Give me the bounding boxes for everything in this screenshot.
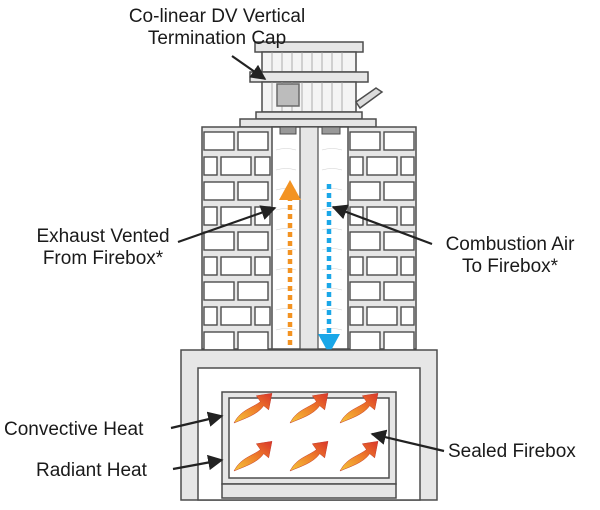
brick <box>203 281 235 301</box>
brick <box>203 131 235 151</box>
cap-label-line1: Co-linear DV Vertical <box>128 6 306 27</box>
brick <box>349 131 381 151</box>
brick <box>203 331 235 351</box>
combustion-label-line2: To Firebox* <box>461 256 559 277</box>
brick <box>349 256 364 276</box>
pointer-arrows <box>170 55 445 471</box>
sealed-firebox-label: Sealed Firebox <box>448 441 576 462</box>
cap-middle-plate <box>249 71 369 83</box>
brick <box>383 331 415 351</box>
brick <box>220 256 252 276</box>
exhaust-flow-arrow <box>279 180 301 345</box>
brick <box>383 281 415 301</box>
brick <box>254 156 271 176</box>
termination-cap <box>239 41 384 128</box>
brick <box>366 156 398 176</box>
pointer-arrow-icon <box>370 429 445 453</box>
brick <box>349 281 381 301</box>
brick <box>220 306 252 326</box>
brick <box>203 206 218 226</box>
combustion-air-label: Combustion Air To Firebox* <box>425 234 595 278</box>
cap-inner-pipe <box>276 83 300 107</box>
brick <box>203 181 235 201</box>
brick <box>366 306 398 326</box>
brick <box>400 256 415 276</box>
pointer-arrow-icon <box>177 205 277 244</box>
cap-label: Co-linear DV Vertical Termination Cap <box>112 6 322 50</box>
cap-label-line2: Termination Cap <box>147 28 287 49</box>
exhaust-label-line2: From Firebox* <box>42 248 164 269</box>
brick <box>203 306 218 326</box>
brick <box>254 306 271 326</box>
firebox-base <box>221 483 397 499</box>
brick <box>237 131 269 151</box>
brick <box>349 156 364 176</box>
intake-pipe-collar <box>321 126 341 135</box>
brick <box>203 256 218 276</box>
combustion-air-flow-arrow <box>318 184 340 354</box>
brick <box>400 306 415 326</box>
radiant-heat-label: Radiant Heat <box>36 460 147 481</box>
brick <box>349 231 381 251</box>
brick <box>383 181 415 201</box>
pointer-arrow-icon <box>331 204 433 246</box>
exhaust-label: Exhaust Vented From Firebox* <box>18 226 188 270</box>
fireplace-unit <box>180 349 438 501</box>
brick <box>237 331 269 351</box>
exhaust-label-line1: Exhaust Vented <box>36 226 170 247</box>
cap-storm-collar <box>239 118 377 128</box>
brick <box>237 181 269 201</box>
brick <box>203 156 218 176</box>
brick <box>400 156 415 176</box>
brick-pattern <box>203 131 415 351</box>
flue-divider <box>299 126 319 350</box>
brick <box>400 206 415 226</box>
brick <box>220 156 252 176</box>
brick <box>383 131 415 151</box>
chimney-chase <box>201 126 417 351</box>
exhaust-pipe-collar <box>279 126 297 135</box>
convective-heat-label: Convective Heat <box>4 419 144 440</box>
brick <box>349 181 381 201</box>
brick <box>349 331 381 351</box>
brick <box>237 231 269 251</box>
pointer-arrow-icon <box>172 454 224 471</box>
cap-base <box>255 111 363 120</box>
pointer-arrow-icon <box>231 55 267 80</box>
pointer-arrow-icon <box>170 411 224 430</box>
combustion-label-line1: Combustion Air <box>445 234 575 255</box>
brick <box>203 231 235 251</box>
cap-flashing-tab <box>354 87 384 110</box>
brick <box>366 256 398 276</box>
brick <box>237 281 269 301</box>
brick <box>349 306 364 326</box>
brick <box>254 256 271 276</box>
